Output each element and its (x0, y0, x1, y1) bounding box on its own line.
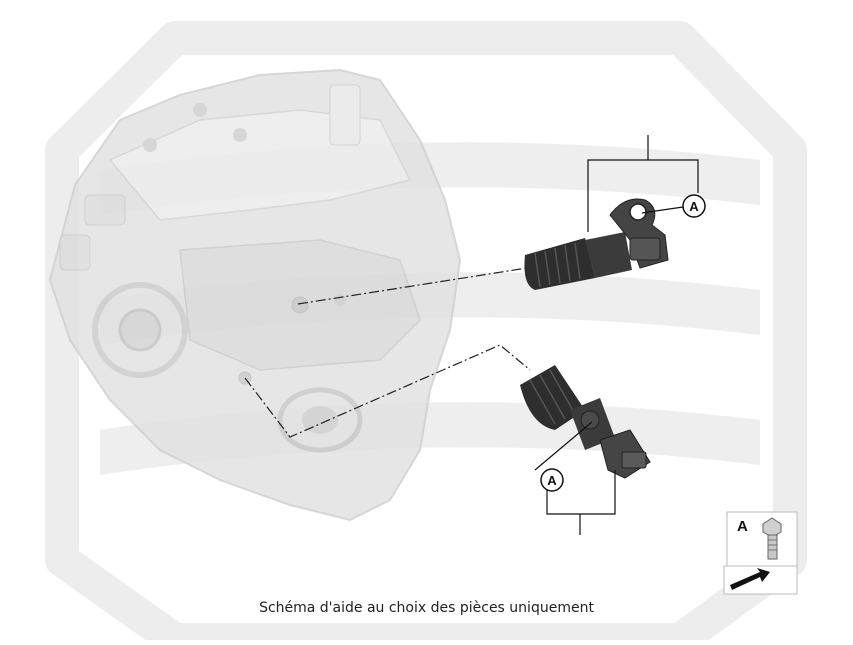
legend-letter: A (737, 518, 748, 535)
bolt-icon (762, 517, 782, 560)
legend-box: A (723, 511, 798, 595)
leader-lines (244, 267, 531, 438)
callout-top-letter: A (689, 199, 699, 214)
sensor-upper (524, 198, 669, 290)
callout-bracket-bottom (534, 421, 616, 535)
callout-bracket-top (587, 135, 699, 232)
arrow-icon (730, 568, 770, 590)
callout-top: A (682, 194, 706, 218)
callout-bottom-letter: A (547, 473, 557, 488)
sensor-lower (520, 365, 651, 479)
diagram-caption: Schéma d'aide au choix des pièces unique… (259, 600, 594, 616)
callout-bottom: A (540, 468, 564, 492)
